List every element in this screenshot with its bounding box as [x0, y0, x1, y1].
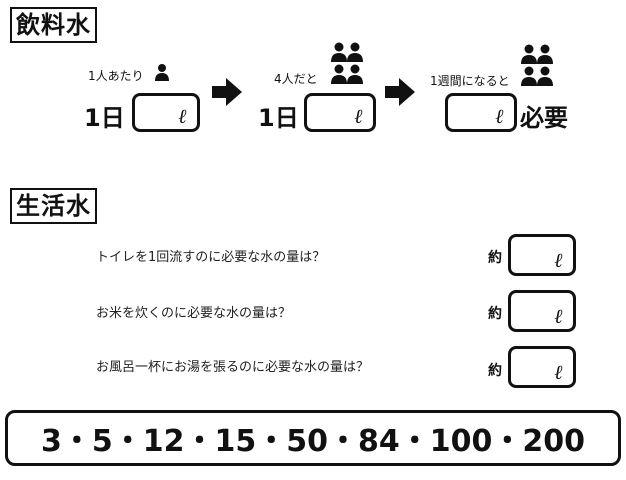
person-icon — [154, 63, 170, 81]
rice-answer-box[interactable]: ℓ — [508, 290, 576, 332]
liter-unit: ℓ — [495, 104, 504, 128]
drinking-water-title: 飲料水 — [10, 7, 97, 43]
family-icon — [520, 44, 554, 88]
approx-label: 約 — [488, 250, 502, 266]
one-week-caption: 1週間になると — [430, 74, 510, 88]
liter-unit: ℓ — [354, 104, 363, 128]
family-icon — [330, 42, 364, 86]
answer-choices-box: 3・5・12・15・50・84・100・200 — [5, 410, 621, 466]
approx-label: 約 — [488, 363, 502, 379]
arrow-right-icon — [385, 78, 415, 106]
step2-day-label: 1日 — [258, 104, 299, 132]
step2-answer-box[interactable]: ℓ — [304, 93, 376, 132]
question-bath: お風呂一杯にお湯を張るのに必要な水の量は？ — [96, 360, 370, 375]
step3-answer-box[interactable]: ℓ — [445, 93, 517, 132]
step1-answer-box[interactable]: ℓ — [132, 93, 200, 132]
question-rice: お米を炊くのに必要な水の量は？ — [96, 306, 292, 321]
liter-unit: ℓ — [554, 304, 563, 328]
step1-day-label: 1日 — [84, 104, 125, 132]
liter-unit: ℓ — [554, 360, 563, 384]
bath-answer-box[interactable]: ℓ — [508, 346, 576, 388]
question-toilet: トイレを1回流すのに必要な水の量は？ — [96, 250, 326, 265]
answer-choices-text: 3・5・12・15・50・84・100・200 — [41, 424, 585, 459]
per-person-caption: 1人あたり — [88, 69, 144, 83]
required-label: 必要 — [520, 104, 568, 132]
four-people-caption: 4人だと — [274, 72, 318, 86]
toilet-answer-box[interactable]: ℓ — [508, 234, 576, 276]
liter-unit: ℓ — [178, 104, 187, 128]
liter-unit: ℓ — [554, 248, 563, 272]
living-water-title: 生活水 — [10, 188, 97, 224]
arrow-right-icon — [212, 78, 242, 106]
approx-label: 約 — [488, 306, 502, 322]
